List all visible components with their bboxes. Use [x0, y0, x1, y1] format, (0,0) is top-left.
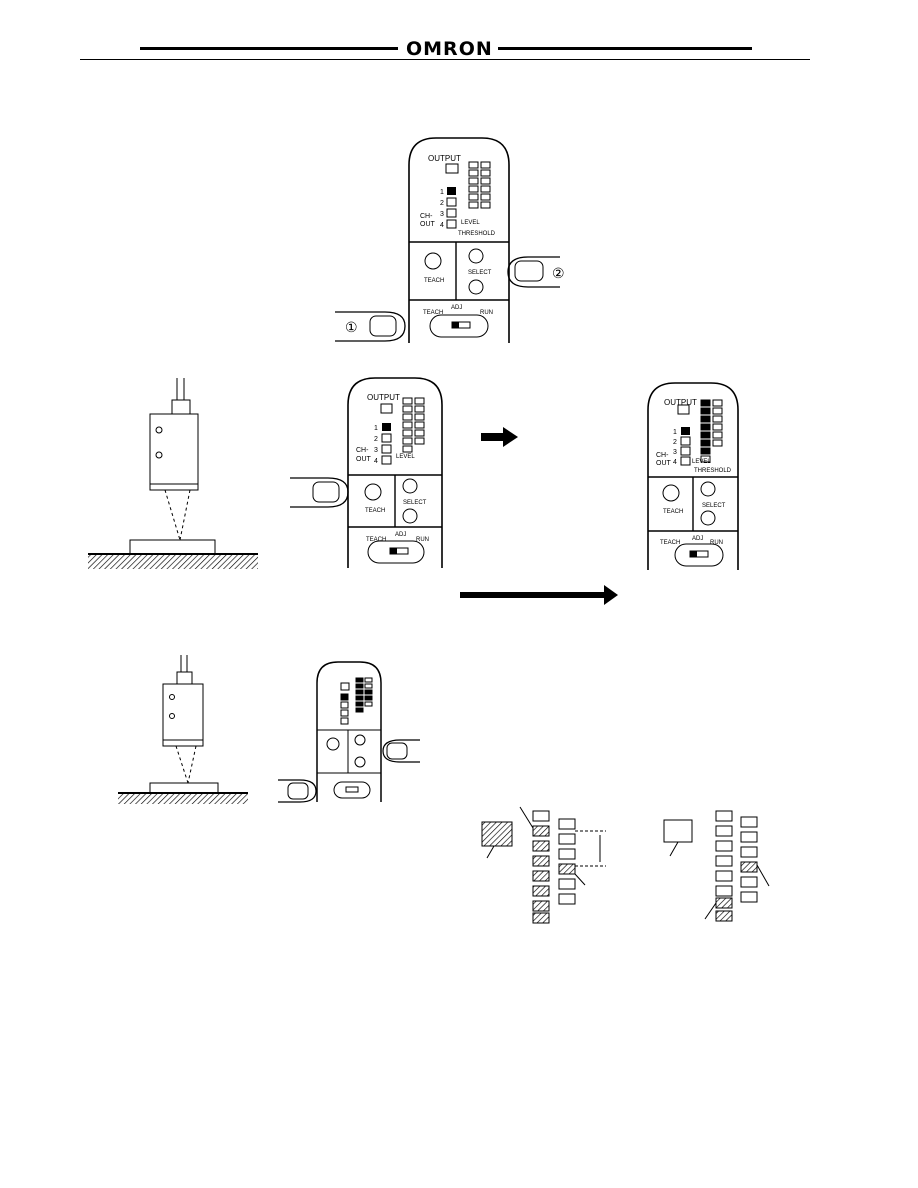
- header-rule: [80, 59, 810, 60]
- svg-text:TEACH: TEACH: [660, 540, 680, 546]
- svg-text:ADJ: ADJ: [692, 536, 703, 542]
- svg-text:1: 1: [440, 189, 444, 196]
- amplifier-panel-2: OUTPUT 1 2 3 4 CH- OUT LEVEL TEACH SELEC…: [290, 377, 443, 568]
- svg-text:CH-: CH-: [656, 452, 669, 459]
- amplifier-panel-1: OUTPUT 1 2 3 4 CH- OUT LEVEL THRESHOLD T…: [335, 137, 565, 343]
- svg-text:OUTPUT: OUTPUT: [664, 398, 697, 407]
- svg-text:THRESHOLD: THRESHOLD: [458, 231, 496, 237]
- amplifier-panel-4: [278, 661, 420, 803]
- svg-text:1: 1: [673, 429, 677, 436]
- svg-text:SELECT: SELECT: [468, 270, 492, 276]
- finger-two-marker: ②: [552, 265, 565, 281]
- finger-one-marker: ①: [345, 319, 358, 335]
- indicator-detail-right: [663, 810, 770, 922]
- sensor-head-2: [118, 655, 248, 804]
- svg-text:TEACH: TEACH: [423, 310, 443, 316]
- svg-text:RUN: RUN: [710, 540, 723, 546]
- svg-text:LEVEL: LEVEL: [692, 459, 711, 465]
- svg-text:4: 4: [374, 458, 378, 465]
- svg-text:OUT: OUT: [420, 221, 436, 228]
- svg-text:THRESHOLD: THRESHOLD: [694, 468, 732, 474]
- arrow-right-short: [481, 427, 518, 447]
- svg-text:1: 1: [374, 425, 378, 432]
- svg-text:RUN: RUN: [416, 537, 429, 543]
- svg-text:OUT: OUT: [356, 456, 372, 463]
- svg-text:4: 4: [440, 222, 444, 229]
- svg-text:OUTPUT: OUTPUT: [367, 393, 400, 402]
- sensor-head-1: [88, 378, 258, 569]
- svg-text:RUN: RUN: [480, 310, 493, 316]
- svg-text:TEACH: TEACH: [663, 509, 683, 515]
- svg-text:ADJ: ADJ: [395, 532, 406, 538]
- svg-text:2: 2: [374, 436, 378, 443]
- svg-text:CH-: CH-: [356, 447, 369, 454]
- header-line-left: [140, 47, 398, 50]
- svg-text:2: 2: [673, 439, 677, 446]
- svg-text:TEACH: TEACH: [366, 537, 386, 543]
- svg-text:LEVEL: LEVEL: [396, 454, 415, 460]
- svg-text:TEACH: TEACH: [424, 278, 444, 284]
- svg-text:4: 4: [673, 459, 677, 466]
- svg-text:SELECT: SELECT: [403, 500, 427, 506]
- arrow-right-long: [460, 585, 618, 605]
- svg-text:3: 3: [374, 447, 378, 454]
- brand-logo: OMRON: [406, 38, 493, 60]
- svg-text:OUT: OUT: [656, 460, 672, 467]
- output-label: OUTPUT: [428, 154, 461, 163]
- svg-text:TEACH: TEACH: [365, 508, 385, 514]
- svg-text:LEVEL: LEVEL: [461, 220, 480, 226]
- svg-text:3: 3: [673, 449, 677, 456]
- svg-text:3: 3: [440, 211, 444, 218]
- indicator-detail-left: [481, 806, 606, 924]
- header-line-right: [498, 47, 752, 50]
- svg-text:SELECT: SELECT: [702, 503, 726, 509]
- svg-text:2: 2: [440, 200, 444, 207]
- amplifier-panel-3: OUTPUT 1 2 3 4 CH- OUT LEVEL THRESHOLD T…: [647, 382, 739, 570]
- svg-text:CH-: CH-: [420, 213, 433, 220]
- svg-text:ADJ: ADJ: [451, 305, 462, 311]
